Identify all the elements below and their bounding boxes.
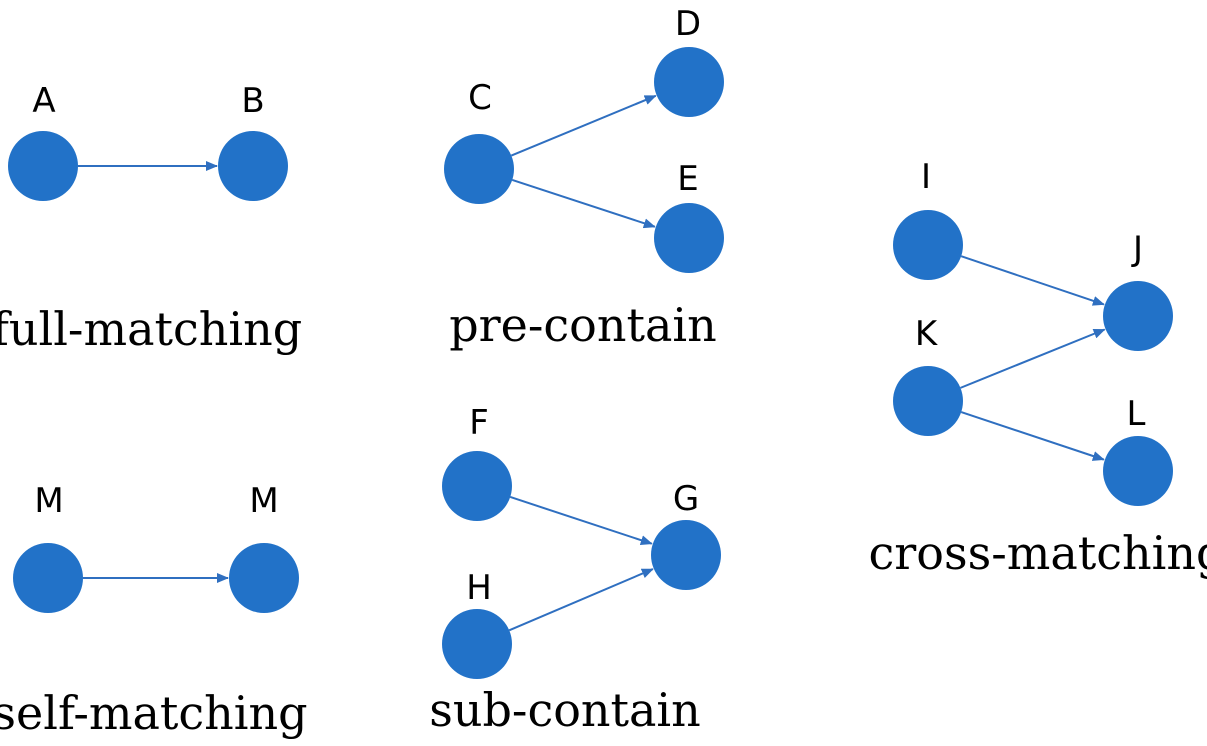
node-label-i: I <box>921 157 931 197</box>
node-label-d: D <box>675 4 701 44</box>
edge-c-to-d <box>510 94 657 157</box>
node-label-c: C <box>468 78 492 118</box>
caption-cross-matching: cross-matching <box>869 526 1207 580</box>
node-label-m2: M <box>249 481 278 521</box>
node-label-a: A <box>32 81 55 121</box>
node-g <box>651 520 721 590</box>
node-b <box>218 131 288 201</box>
node-i <box>893 210 963 280</box>
caption-self-matching: self-matching <box>0 686 308 740</box>
node-d <box>654 47 724 117</box>
node-m2 <box>229 543 299 613</box>
node-label-e: E <box>677 159 698 199</box>
node-k <box>893 366 963 436</box>
nodes-layer <box>8 47 1173 679</box>
caption-pre-contain: pre-contain <box>449 298 717 352</box>
node-c <box>444 134 514 204</box>
edge-k-to-j <box>960 328 1106 389</box>
node-label-m1: M <box>34 481 63 521</box>
node-label-l: L <box>1127 394 1146 434</box>
node-label-j: J <box>1131 229 1143 269</box>
labels-layer: A B C D E I J K L M M F G H <box>32 4 1145 608</box>
caption-sub-contain: sub-contain <box>429 683 701 737</box>
node-a <box>8 131 78 201</box>
node-l <box>1103 436 1173 506</box>
edge-c-to-e <box>511 178 656 229</box>
node-label-k: K <box>915 314 939 354</box>
edge-f-to-g <box>509 496 653 546</box>
caption-full-matching: full-matching <box>0 302 302 356</box>
node-h <box>442 609 512 679</box>
node-label-b: B <box>241 81 264 121</box>
node-label-h: H <box>466 568 492 608</box>
node-m1 <box>13 543 83 613</box>
node-label-g: G <box>673 479 699 519</box>
edge-i-to-j <box>960 255 1105 306</box>
edges-layer <box>78 94 1106 632</box>
edge-k-to-l <box>960 411 1105 461</box>
edge-h-to-g <box>508 568 654 632</box>
node-e <box>654 203 724 273</box>
node-j <box>1103 281 1173 351</box>
node-f <box>442 451 512 521</box>
node-label-f: F <box>469 403 489 443</box>
captions-layer: full-matching pre-contain cross-matching se… <box>0 298 1207 740</box>
